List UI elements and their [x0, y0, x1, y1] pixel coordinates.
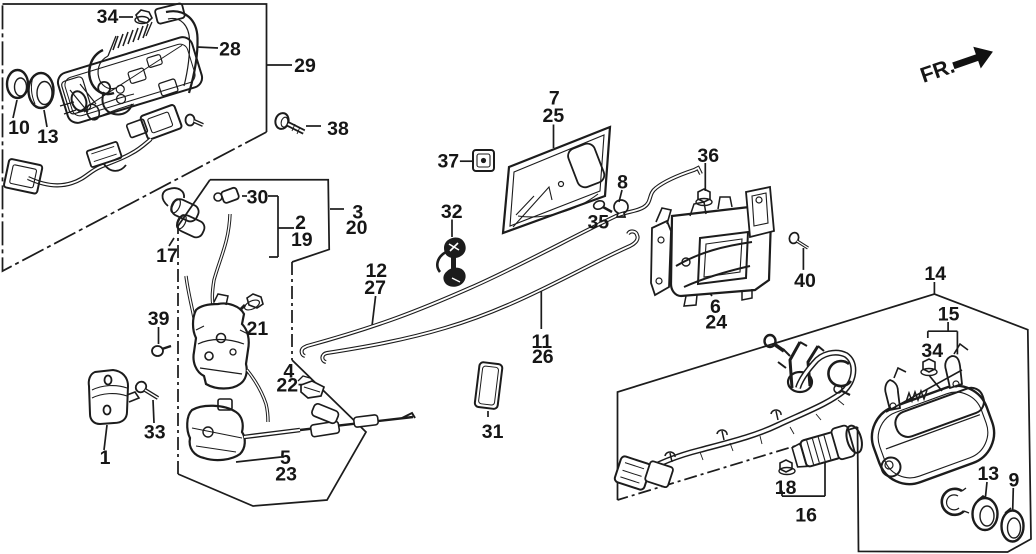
svg-text:33: 33	[144, 422, 166, 444]
svg-text:34: 34	[97, 6, 119, 28]
svg-text:2: 2	[295, 212, 306, 234]
svg-text:27: 27	[364, 277, 386, 299]
svg-text:21: 21	[247, 318, 269, 340]
svg-text:38: 38	[327, 118, 349, 140]
svg-text:18: 18	[775, 477, 797, 499]
svg-text:34: 34	[921, 340, 943, 362]
svg-text:32: 32	[441, 201, 463, 223]
svg-text:19: 19	[291, 229, 313, 251]
svg-text:11: 11	[531, 331, 552, 353]
svg-text:13: 13	[977, 463, 999, 485]
svg-text:26: 26	[532, 346, 554, 368]
svg-text:15: 15	[938, 303, 960, 325]
svg-text:29: 29	[294, 55, 316, 77]
svg-text:FR.: FR.	[917, 54, 958, 88]
svg-text:30: 30	[247, 187, 269, 209]
svg-text:16: 16	[795, 505, 817, 527]
svg-text:22: 22	[276, 374, 298, 396]
svg-text:35: 35	[587, 211, 609, 233]
svg-text:3: 3	[352, 202, 363, 224]
svg-text:7: 7	[549, 87, 560, 109]
svg-text:4: 4	[283, 361, 294, 383]
svg-text:25: 25	[543, 105, 565, 127]
svg-text:17: 17	[156, 245, 178, 267]
svg-text:23: 23	[275, 464, 297, 486]
svg-text:5: 5	[280, 447, 291, 469]
svg-text:1: 1	[100, 447, 111, 469]
svg-text:20: 20	[346, 217, 368, 239]
svg-text:39: 39	[148, 308, 170, 330]
svg-text:40: 40	[794, 270, 816, 292]
svg-text:28: 28	[219, 39, 241, 61]
svg-text:24: 24	[705, 312, 727, 334]
svg-text:9: 9	[1008, 469, 1019, 491]
svg-text:12: 12	[365, 260, 387, 282]
svg-text:37: 37	[437, 151, 459, 173]
svg-text:36: 36	[697, 145, 719, 167]
svg-text:14: 14	[924, 263, 946, 285]
svg-text:13: 13	[37, 126, 59, 148]
svg-text:8: 8	[617, 172, 628, 194]
svg-text:31: 31	[482, 421, 504, 443]
svg-text:10: 10	[8, 117, 30, 139]
svg-text:6: 6	[710, 296, 721, 318]
